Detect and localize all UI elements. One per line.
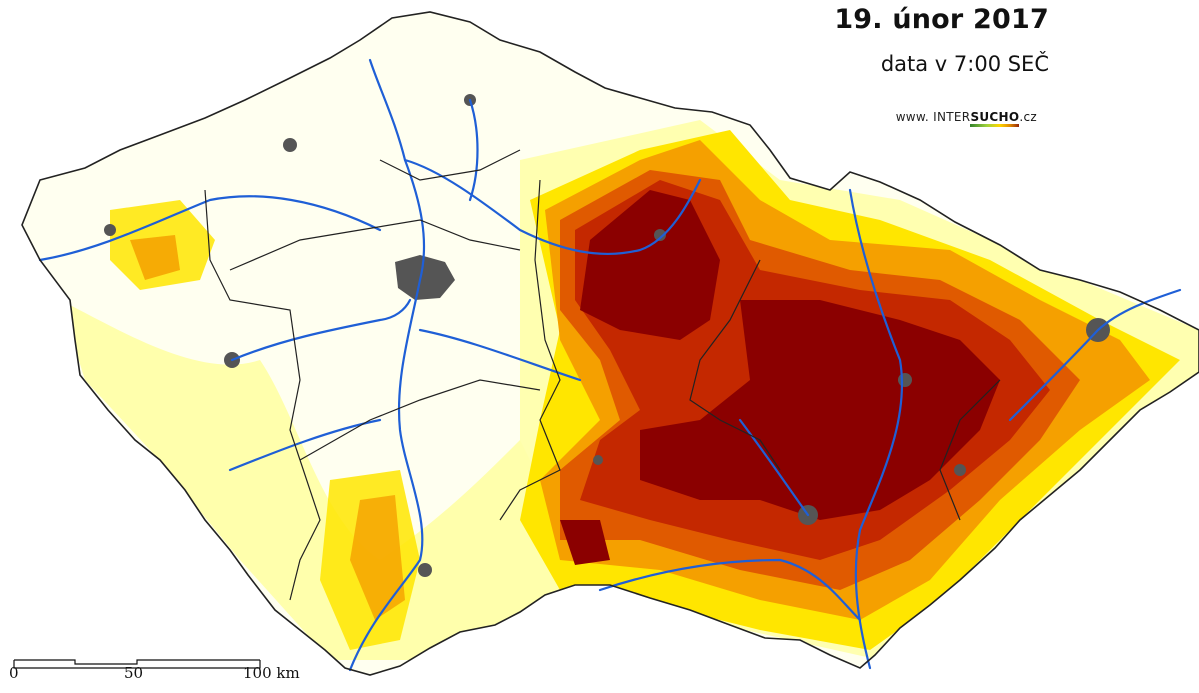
map-title: 19. únor 2017 xyxy=(834,4,1049,35)
river-jizera xyxy=(468,98,479,202)
urban-ceske-budejovice xyxy=(418,563,432,577)
border-4 xyxy=(689,259,781,471)
severity-light-area xyxy=(60,300,600,660)
scale-bar-line xyxy=(13,659,261,669)
river-berounka xyxy=(230,298,412,362)
brand-prefix: www. INTER xyxy=(895,110,971,124)
brand-suffix: .cz xyxy=(1019,110,1037,124)
river-svratka xyxy=(738,418,810,517)
river-ohre xyxy=(38,195,382,262)
scale-bar xyxy=(13,659,261,669)
scale-label-100: 100 km xyxy=(243,664,300,682)
brand-link[interactable]: www. INTERSUCHO.cz xyxy=(895,110,1037,127)
border-1 xyxy=(204,189,301,461)
urban-karlovy-vary xyxy=(104,224,116,236)
scale-label-0: 0 xyxy=(9,664,19,682)
brand-highlight: SUCHO xyxy=(970,110,1020,127)
urban-hradec xyxy=(654,229,666,241)
border-5 xyxy=(939,379,1001,521)
border-2 xyxy=(299,379,541,461)
border-8 xyxy=(379,149,521,181)
map-subtitle: data v 7:00 SEČ xyxy=(880,52,1049,76)
severity-extreme-spot xyxy=(560,520,610,565)
severity-orange-south xyxy=(350,495,405,620)
river-labe xyxy=(368,58,702,256)
severity-orange-west xyxy=(130,235,180,280)
scale-label-50: 50 xyxy=(124,664,144,682)
urban-zlin xyxy=(954,464,966,476)
border-6 xyxy=(229,219,521,271)
drought-layers xyxy=(60,120,1199,660)
river-odra xyxy=(1008,288,1182,422)
severity-extreme-north xyxy=(580,190,720,340)
river-dyje xyxy=(598,558,862,622)
severity-extreme-central xyxy=(640,300,1000,520)
urban-prague xyxy=(395,255,455,300)
river-vltava xyxy=(348,158,426,672)
river-sazava xyxy=(418,328,582,382)
urban-jihlava xyxy=(593,455,603,465)
border-7 xyxy=(289,459,321,601)
urban-usti xyxy=(283,138,297,152)
river-morava xyxy=(848,188,904,670)
border-3 xyxy=(499,179,561,521)
rivers xyxy=(38,58,1182,672)
urban-olomouc xyxy=(898,373,912,387)
regional-borders xyxy=(204,149,1001,601)
